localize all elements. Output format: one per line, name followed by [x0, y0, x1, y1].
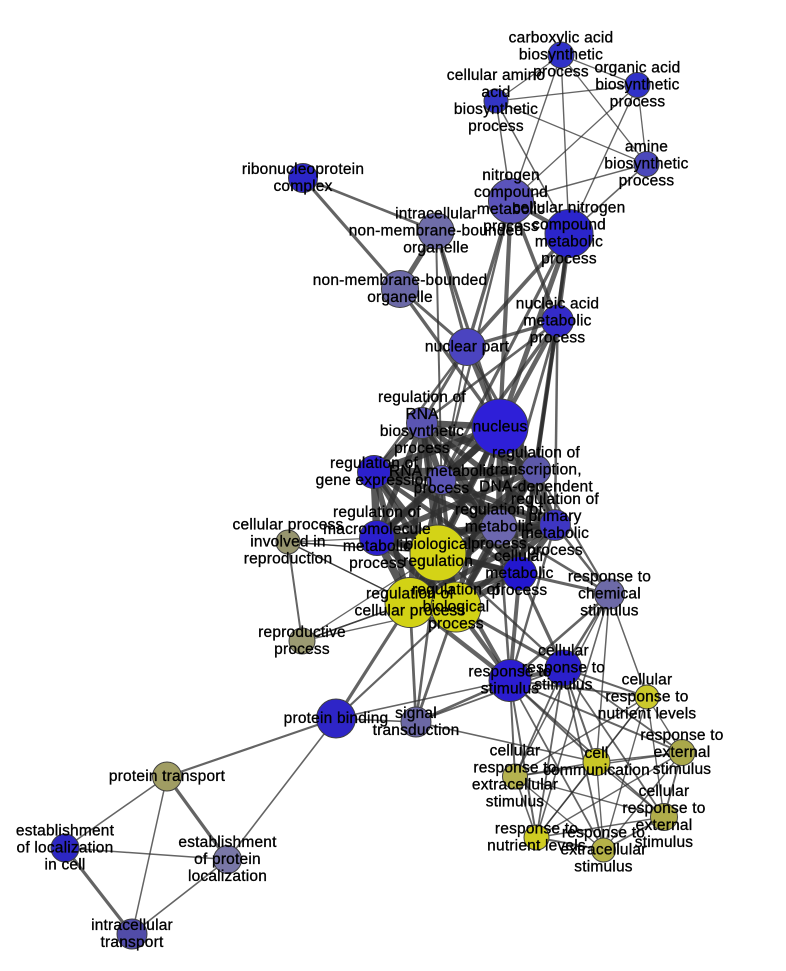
- svg-text:nuclear part: nuclear part: [425, 339, 510, 356]
- svg-text:nucleus: nucleus: [473, 419, 528, 436]
- svg-text:protein transport: protein transport: [109, 768, 226, 785]
- svg-text:protein binding: protein binding: [284, 710, 389, 727]
